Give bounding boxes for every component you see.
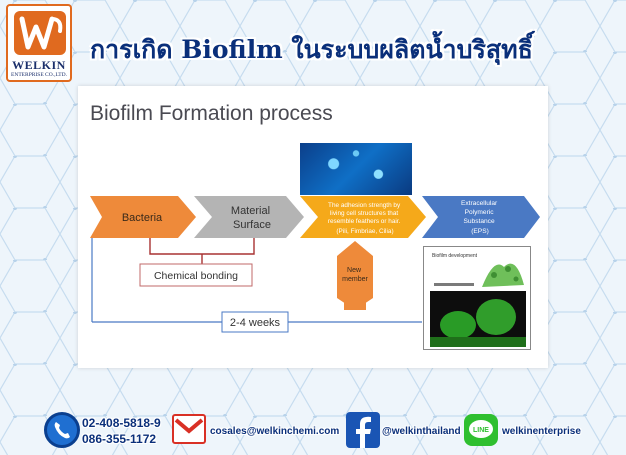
gmail-icon xyxy=(172,414,206,444)
step-bacteria-arrow xyxy=(90,196,196,238)
logo-subtitle: ENTERPRISE CO.,LTD. xyxy=(10,72,68,78)
contact-line[interactable]: LINE welkinenterprise xyxy=(464,408,604,455)
duration-label: 2-4 weeks xyxy=(230,317,281,329)
email-address: cosales@welkinchemi.com xyxy=(210,426,340,437)
logo-name: WELKIN xyxy=(12,58,66,72)
chemical-bonding-box xyxy=(139,263,253,287)
svg-text:LINE: LINE xyxy=(473,427,489,434)
chemical-bonding-bracket xyxy=(149,238,255,264)
phone-number-2: 086-355-1172 xyxy=(82,432,157,446)
slide-panel: Biofilm Formation process Bacteria Mater… xyxy=(78,86,548,368)
new-member-arrow-body xyxy=(337,256,373,310)
phone-number-1: 02-408-5818-9 xyxy=(82,416,161,430)
step-adhesion-label: The adhesion strength by living cell str… xyxy=(328,202,402,235)
new-member-label: New member xyxy=(342,267,368,283)
welkin-logo: WELKIN ENTERPRISE CO.,LTD. xyxy=(6,4,72,82)
step-eps-arrow xyxy=(422,196,540,238)
chemical-bonding-label: Chemical bonding xyxy=(154,270,238,282)
step-adhesion-arrow xyxy=(300,196,426,238)
duration-box xyxy=(221,311,289,333)
slide-title: Biofilm Formation process xyxy=(90,102,333,125)
contact-phone[interactable]: 02-408-5818-9 086-355-1172 xyxy=(40,408,170,455)
facebook-icon xyxy=(346,412,380,448)
step-material-surface-arrow xyxy=(194,196,304,238)
line-icon: LINE xyxy=(464,414,498,446)
contact-facebook[interactable]: @welkinthailand xyxy=(346,408,462,455)
welkin-logo-mark xyxy=(14,11,66,55)
step-bacteria-label: Bacteria xyxy=(122,212,163,224)
process-diagram: Bacteria Material Surface The adhesion s… xyxy=(90,196,540,333)
contact-email[interactable]: cosales@welkinchemi.com xyxy=(172,408,340,455)
biofilm-microscopy-figure: Biofilm development xyxy=(423,246,531,350)
page-headline: การเกิด Biofilm ในระบบผลิตน้ำบริสุทธิ์ xyxy=(90,35,533,64)
line-handle: welkinenterprise xyxy=(502,426,581,437)
microscopy-illustration xyxy=(430,263,526,347)
facebook-handle: @welkinthailand xyxy=(382,426,461,437)
bacteria-photo xyxy=(300,143,412,195)
phone-icon xyxy=(44,412,80,448)
contact-footer: 02-408-5818-9 086-355-1172 cosales@welki… xyxy=(0,408,626,455)
step-eps-label: Extracellular Polymeric Substance (EPS) xyxy=(461,200,499,235)
step-material-surface-label: Material Surface xyxy=(231,205,273,231)
microscopy-caption: Biofilm development xyxy=(432,253,478,259)
